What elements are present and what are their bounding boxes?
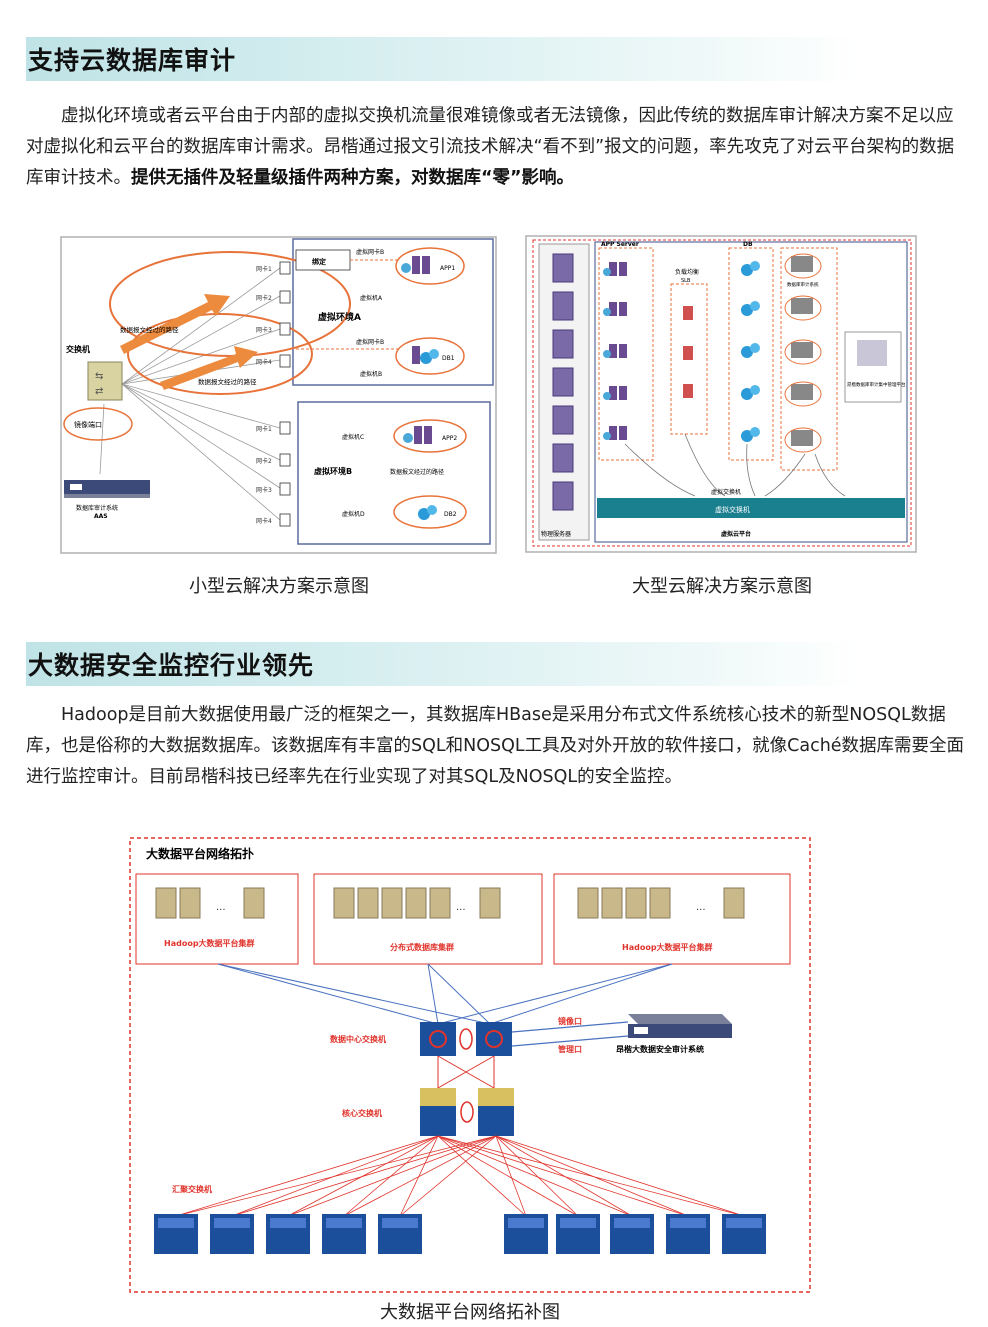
svg-text:⇄: ⇄ (95, 386, 103, 397)
cluster-3-ellipsis: ... (696, 902, 706, 913)
app1-server-icon (401, 256, 430, 274)
audit-node-icons (791, 256, 813, 446)
cluster-2-ellipsis: ... (456, 902, 466, 913)
vnic-label-2: 虚拟网卡B (356, 338, 384, 346)
lb-label: 负载均衡 (675, 268, 699, 276)
path-label-2: 数据报文经过的路径 (198, 377, 257, 386)
vm-c-label: 虚拟机C (342, 433, 364, 441)
bigdata-topology-diagram: 大数据平台网络拓扑 ... ... ... Hadoop大数据平台集群 分布式数… (129, 837, 811, 1293)
db2-label: DB2 (444, 511, 457, 518)
agg-switch-label: 汇聚交换机 (172, 1184, 212, 1194)
dc-switch-icon-1 (420, 1022, 456, 1056)
vm-b-label: 虚拟机B (360, 370, 382, 378)
audit-system-label: 昂楷大数据安全审计系统 (616, 1044, 704, 1054)
nic-a-1: 网卡1 (256, 265, 272, 273)
switch-label: 交换机 (66, 344, 90, 354)
audit-appliance-icon (628, 1014, 732, 1038)
section-title: 大数据安全监控行业领先 (28, 651, 315, 680)
db1-label: DB1 (442, 355, 455, 362)
section-paragraph: 虚拟化环境或者云平台由于内部的虚拟交换机流量很难镜像或者无法镜像，因此传统的数据… (26, 101, 966, 194)
audit-system-label: 数据库审计系统 (76, 504, 118, 512)
dc-switch-icon-2 (476, 1022, 512, 1056)
section-header-bigdata: 大数据安全监控行业领先 (26, 642, 858, 686)
large-cloud-diagram: 物理服务器 APP Server 负载均衡 SLB DB 数据库审计系统 昂楷数… (525, 235, 917, 553)
cluster-1-servers (155, 887, 265, 919)
physical-server-stack (552, 253, 574, 511)
db2-server-icon (418, 505, 437, 520)
nic-a-2: 网卡2 (256, 294, 272, 302)
vm-a-label: 虚拟机A (360, 294, 383, 302)
nic-b-1: 网卡1 (256, 425, 272, 433)
cluster-2-servers (333, 887, 501, 919)
slb-label: SLB (681, 278, 691, 284)
dc-switch-label: 数据中心交换机 (330, 1034, 386, 1044)
cluster-3-servers (577, 887, 745, 919)
mgmt-port-label: 管理口 (558, 1044, 582, 1054)
bigdata-topology-caption: 大数据平台网络拓补图 (380, 1302, 560, 1323)
audit-appliance-icon (64, 480, 150, 498)
db-label: DB (743, 241, 753, 248)
small-cloud-diagram: ⇆ ⇄ 交换机 镜像端口 数据库审计系统 AAS 数据报文经过的路径 数据报文经… (60, 236, 497, 554)
path-label-1: 数据报文经过的路径 (120, 325, 179, 334)
section-title: 支持云数据库审计 (28, 46, 237, 75)
vm-d-label: 虚拟机D (342, 510, 365, 518)
audit-node-rings (784, 253, 822, 453)
central-mgmt-label: 昂楷数据库审计集中管理平台 (847, 381, 906, 388)
mirror-port-label: 镜像口 (558, 1016, 582, 1026)
platform-label: 虚拟云平台 (721, 530, 751, 538)
app2-server-icon (403, 426, 432, 444)
cluster-3-label: Hadoop大数据平台集群 (622, 942, 713, 952)
app1-label: APP1 (440, 265, 455, 272)
vnic-label-1: 虚拟网卡B (356, 248, 384, 256)
audit-model-label: AAS (94, 513, 108, 520)
core-switch-icon-2 (478, 1088, 514, 1136)
switch-icon: ⇆ ⇄ (87, 361, 123, 401)
cluster-1-ellipsis: ... (216, 902, 226, 913)
cluster-1-label: Hadoop大数据平台集群 (164, 938, 255, 948)
section-header-cloud-audit: 支持云数据库审计 (26, 37, 858, 81)
nic-b-2: 网卡2 (256, 457, 272, 465)
core-switch-icon-1 (420, 1088, 456, 1136)
nic-b-4: 网卡4 (256, 517, 272, 525)
small-cloud-caption: 小型云解决方案示意图 (189, 576, 369, 597)
vswitch-label-2: 虚拟交换机 (715, 505, 750, 514)
db-icons (741, 261, 760, 442)
nic-a-4: 网卡4 (256, 358, 272, 366)
paragraph-text: 虚拟化环境或者云平台由于内部的虚拟交换机流量很难镜像或者无法镜像，因此传统的数据… (26, 106, 955, 188)
bind-label: 绑定 (312, 257, 326, 266)
paragraph-bold-text: 提供无插件及轻量级插件两种方案，对数据库“零”影响。 (131, 168, 575, 188)
nic-a-3: 网卡3 (256, 326, 272, 334)
vm-env-b-label: 虚拟环境B (314, 466, 352, 476)
app-server-icons (603, 262, 627, 440)
section-paragraph: Hadoop是目前大数据使用最广泛的框架之一，其数据库HBase是采用分布式文件… (26, 705, 965, 787)
vm-env-a-label: 虚拟环境A (318, 311, 361, 323)
cluster-2-label: 分布式数据库集群 (390, 942, 454, 952)
mirror-port-label: 镜像端口 (74, 420, 102, 429)
large-cloud-caption: 大型云解决方案示意图 (632, 576, 812, 597)
app2-label: APP2 (442, 435, 457, 442)
db1-server-icon (412, 346, 439, 364)
nic-b-3: 网卡3 (256, 486, 272, 494)
vswitch-label-1: 虚拟交换机 (711, 488, 741, 496)
core-switch-label: 核心交换机 (342, 1108, 382, 1118)
physical-server-label: 物理服务器 (541, 530, 571, 538)
svg-text:⇆: ⇆ (95, 371, 103, 382)
slb-icons (683, 306, 693, 398)
path-label-3: 数据报文经过的路径 (390, 468, 444, 476)
audit-node-label: 数据库审计系统 (787, 281, 819, 288)
app-server-label: APP Server (601, 241, 639, 248)
frame-title: 大数据平台网络拓扑 (146, 846, 254, 861)
